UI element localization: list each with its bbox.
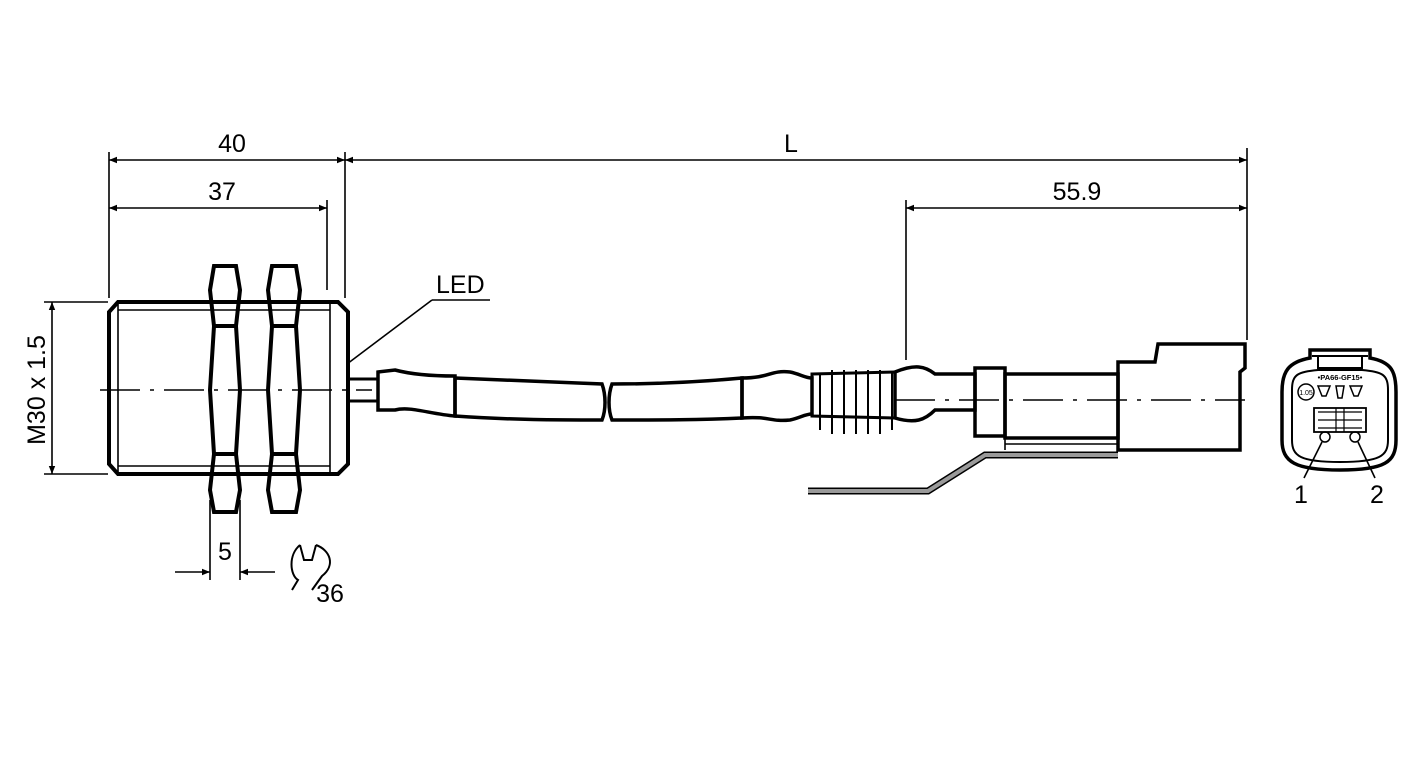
dim-L-label: L: [784, 130, 798, 158]
cable: [346, 342, 1247, 452]
dimension-lines: [48, 156, 1247, 576]
locking-flag: [808, 451, 1118, 495]
badge-text: 1.05: [1299, 390, 1313, 397]
dim-55-9-label: 55.9: [1053, 178, 1102, 206]
led-label: LED: [436, 271, 485, 299]
dim-5-label: 5: [218, 538, 232, 566]
dim-37-label: 37: [208, 178, 236, 206]
pin-2-label: 2: [1370, 481, 1384, 509]
led-leader: [346, 299, 490, 365]
thread-label: M30 x 1.5: [23, 335, 51, 445]
connector-face: 1.05 •PA66-GF15•: [1280, 348, 1398, 479]
wrench-size-label: 36: [316, 580, 344, 608]
sensor-body: [107, 300, 350, 476]
pin-1-label: 1: [1294, 481, 1308, 509]
lock-nut: [207, 264, 243, 514]
wrench-icon: [290, 544, 331, 591]
dim-40-label: 40: [218, 130, 246, 158]
center-lines: [100, 389, 1245, 401]
material-marking: •PA66-GF15•: [1318, 373, 1363, 382]
lock-nut: [265, 264, 303, 514]
extension-lines: [44, 148, 1248, 580]
